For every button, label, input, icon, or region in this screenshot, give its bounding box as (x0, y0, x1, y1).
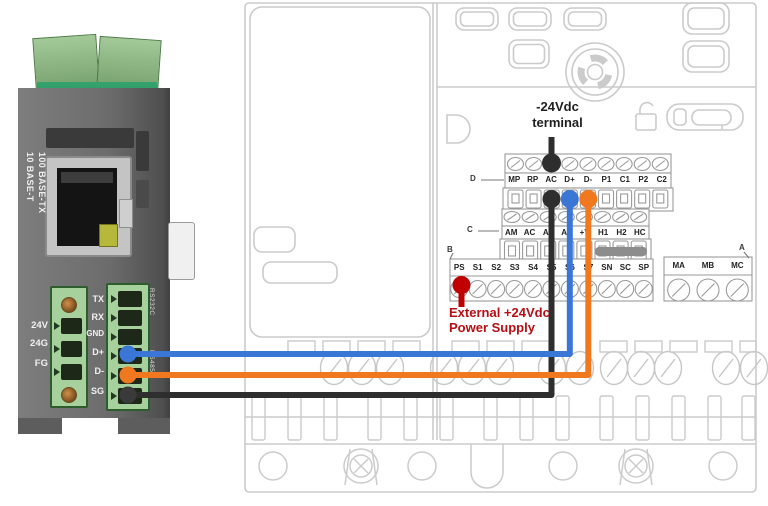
terminal-label: AC (545, 175, 557, 184)
power-screw-terminals (319, 350, 768, 386)
terminal-label: MC (731, 261, 744, 270)
eth-label-100basetx: 100 BASE-TX (37, 152, 47, 214)
terminal-label: S1 (472, 263, 483, 272)
terminal-label: C2 (656, 175, 667, 184)
terminal-slot-tx (118, 291, 142, 307)
module-top-recess (46, 128, 134, 148)
annotation-line: External +24Vdc (449, 305, 550, 320)
terminal-label: C1 (619, 175, 630, 184)
drive-row-a-labels: MA MB MC (664, 259, 752, 273)
letter-d-emboss (446, 114, 471, 144)
drive-row-c-labels: AM AC A1 A2 +V H1 H2 HC (502, 226, 649, 239)
terminal-slot-fg (61, 364, 82, 380)
terminal-label: H2 (616, 228, 627, 237)
terminal-label: AM (504, 228, 518, 237)
terminal-label: SC (619, 263, 631, 272)
module-side-slot-1 (136, 131, 149, 171)
label-fg: FG (34, 358, 48, 369)
bottom-bar (245, 443, 756, 489)
terminal-label: P1 (601, 175, 612, 184)
module-foot-left (18, 418, 62, 434)
terminal-label: S7 (583, 263, 594, 272)
label-rs485: RS485 (148, 350, 155, 373)
terminal-label: S3 (509, 263, 520, 272)
terminal-slot-dminus (118, 368, 142, 384)
ethernet-standard-label: 10 BASE-T 100 BASE-TX (25, 152, 47, 302)
terminal-slot-24v (61, 318, 82, 334)
terminal-label: A2 (561, 228, 572, 237)
mounting-screw-top (61, 297, 77, 313)
label-24g: 24G (30, 338, 48, 349)
terminal-slot-rx (118, 310, 142, 326)
row-letter-b: B (447, 245, 453, 254)
terminal-label: AC (523, 228, 536, 237)
terminal-label: H1 (597, 228, 609, 237)
label-tx: TX (92, 294, 104, 304)
terminal-label: MA (672, 261, 685, 270)
row-letter-d: D (470, 174, 476, 183)
terminal-slot-24g (61, 341, 82, 357)
terminal-label: PS (453, 263, 465, 272)
drive-row-b-labels: PS S1 S2 S3 S4 S5 S6 S7 SN SC SP (450, 261, 653, 275)
terminal-label: S5 (546, 263, 557, 272)
drive-row-d-labels: MP RP AC D+ D- P1 C1 P2 C2 (505, 173, 671, 188)
padlock-open-icon (635, 101, 657, 131)
bottom-tabs (245, 395, 756, 441)
label-24v: 24V (31, 320, 48, 331)
label-sg: SG (90, 386, 104, 396)
label-rx: RX (91, 312, 104, 322)
slider-switch-icon (666, 103, 744, 131)
terminal-label: D+ (564, 175, 575, 184)
module-side-slot-2 (136, 180, 149, 208)
annotation-line: Power Supply (449, 320, 535, 335)
annotation-line: -24Vdc (536, 99, 579, 114)
module-serial-terminal-block (106, 283, 150, 411)
terminal-label: S6 (565, 263, 575, 272)
ethernet-latch (119, 199, 133, 228)
row-letter-a: A (739, 243, 745, 252)
terminal-label: MP (508, 175, 521, 184)
terminal-label: MB (701, 261, 715, 270)
eth-label-10baset: 10 BASE-T (25, 152, 35, 202)
din-rail-clip (168, 222, 195, 280)
label-gnd: GND (86, 329, 104, 338)
row-letter-c: C (467, 225, 473, 234)
label-rs232c: RS232C (148, 288, 155, 316)
annotation-external-24vdc-supply: External +24Vdc Power Supply (449, 305, 550, 335)
ethernet-port-pins (61, 172, 113, 183)
terminal-label: HC (634, 228, 646, 237)
mounting-screw-bottom (61, 387, 77, 403)
terminal-label: S4 (528, 263, 538, 272)
band-slots (287, 340, 757, 353)
terminal-label: P2 (638, 175, 649, 184)
terminal-label: S2 (491, 263, 502, 272)
terminal-label: SN (601, 263, 613, 272)
drive-knockouts (455, 2, 730, 73)
terminal-label: +V (579, 228, 590, 237)
terminal-label: RP (527, 175, 539, 184)
annotation-neg24vdc-terminal: -24Vdc terminal (505, 99, 610, 131)
fan-icon (565, 42, 625, 102)
module-power-terminal-block (50, 286, 88, 408)
terminal-slot-gnd (118, 329, 142, 345)
module-foot-right (118, 418, 170, 434)
terminal-slot-dplus (118, 348, 142, 364)
label-dminus: D- (94, 366, 105, 376)
annotation-line: terminal (532, 115, 583, 130)
terminal-label: SP (638, 263, 650, 272)
ethernet-led (99, 224, 118, 247)
terminal-label: D- (583, 175, 593, 184)
terminal-slot-sg (118, 388, 142, 404)
terminal-label: A1 (542, 228, 554, 237)
label-dplus: D+ (92, 347, 104, 357)
